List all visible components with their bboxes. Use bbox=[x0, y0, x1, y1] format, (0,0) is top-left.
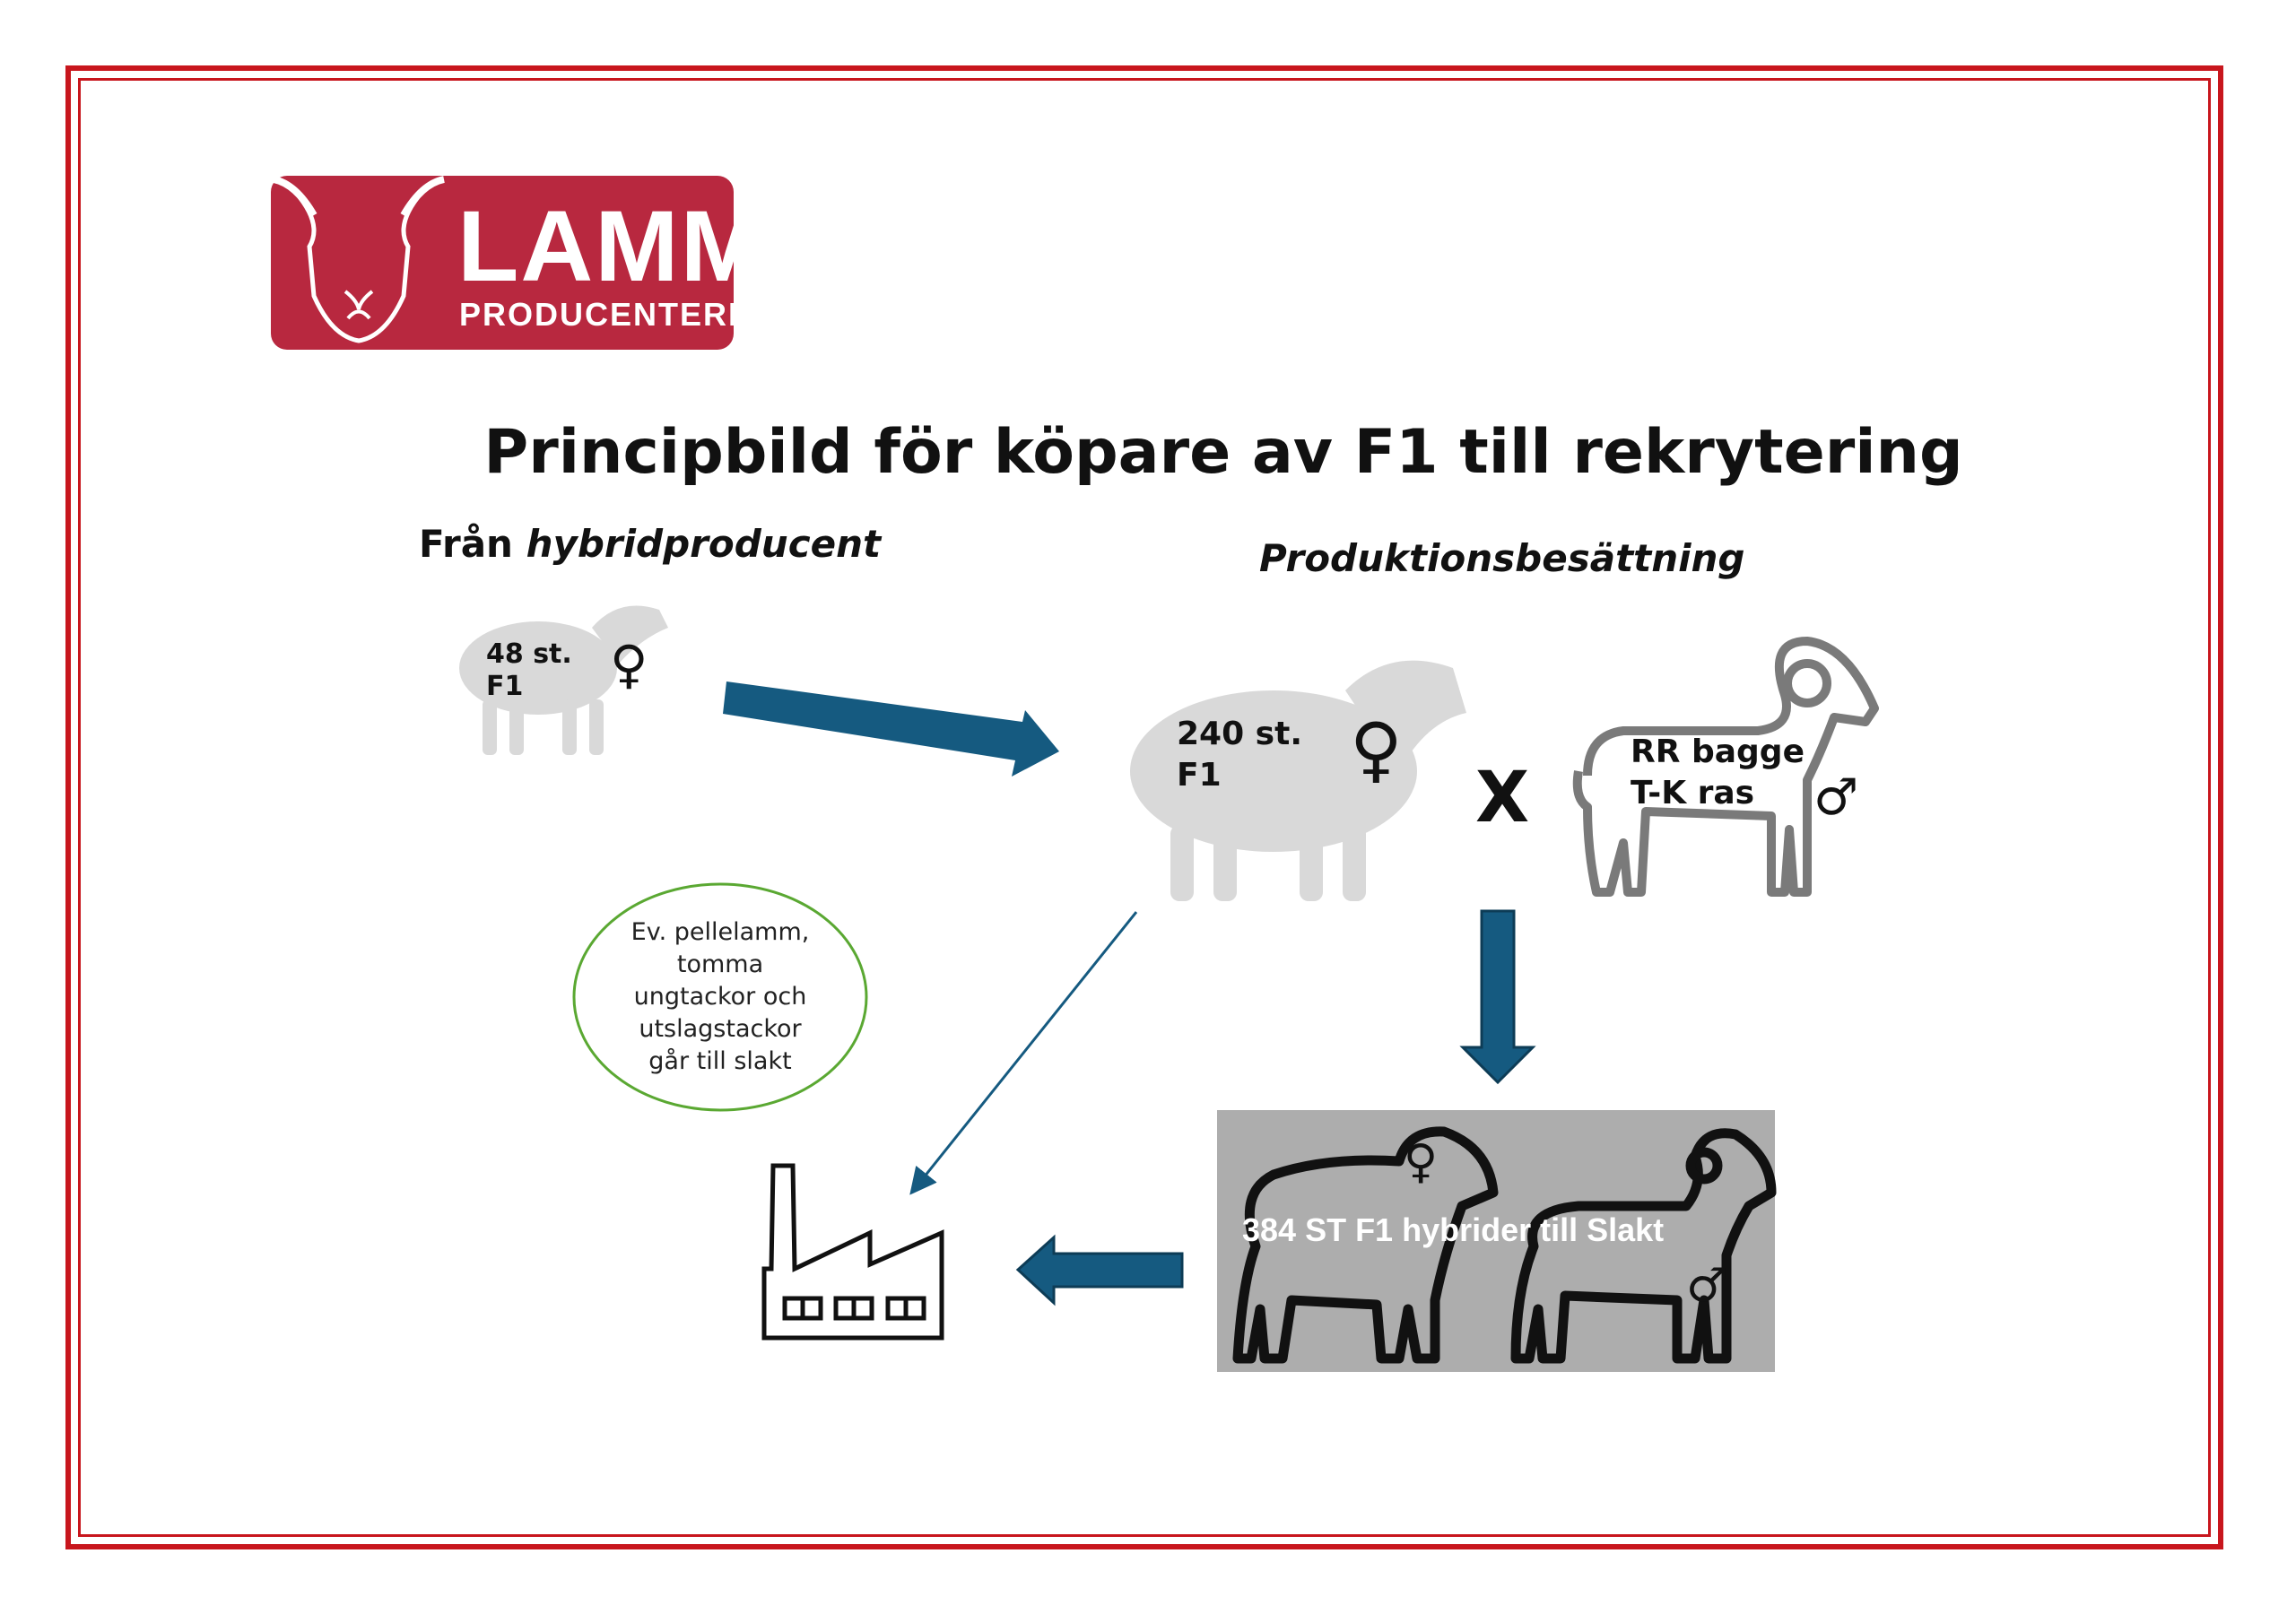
female-symbol: ♀ bbox=[1350, 707, 1403, 791]
logo-word: LAMM bbox=[457, 190, 766, 302]
logo-subword: PRODUCENTERNA bbox=[459, 296, 779, 333]
factory-icon bbox=[761, 1163, 944, 1341]
ram-icon bbox=[1572, 637, 1879, 897]
ellipse-note: Ev. pellelamm, tomma ungtackor och utsla… bbox=[592, 916, 848, 1078]
big-ewe-type: F1 bbox=[1177, 757, 1222, 794]
big-ewe-icon bbox=[1130, 660, 1466, 901]
note-line: utslagstackor bbox=[639, 1015, 802, 1043]
left-heading: Från hybridproducent bbox=[419, 522, 881, 566]
left-heading-prefix: Från bbox=[419, 522, 513, 566]
small-ewe-label: 48 st.F1 bbox=[486, 638, 572, 703]
cross-symbol: X bbox=[1475, 758, 1530, 838]
arrow-left bbox=[1015, 1234, 1184, 1306]
page-title: Principbild för köpare av F1 till rekryt… bbox=[483, 417, 1963, 488]
small-ewe-type: F1 bbox=[486, 671, 524, 702]
slaughter-box bbox=[1217, 1110, 1777, 1372]
arrow-to-factory bbox=[909, 911, 1138, 1195]
big-ewe-label: 240 st. F1 bbox=[1177, 714, 1302, 796]
note-line: tomma bbox=[676, 950, 764, 978]
male-symbol: ♂ bbox=[1686, 1259, 1728, 1313]
note-line: ungtackor och bbox=[633, 983, 807, 1011]
page-border bbox=[65, 65, 2223, 1549]
left-heading-emphasis: hybridproducent bbox=[526, 522, 882, 566]
note-ellipse bbox=[572, 882, 868, 1112]
small-ewe-icon bbox=[459, 605, 668, 755]
female-symbol: ♀ bbox=[610, 634, 648, 695]
big-ewe-count: 240 st. bbox=[1177, 716, 1302, 752]
female-symbol: ♀ bbox=[1404, 1135, 1439, 1189]
arrow-down bbox=[1459, 909, 1536, 1085]
slaughter-label: 384 ST F1 hybrider till Slakt bbox=[1242, 1211, 1665, 1248]
male-symbol: ♂ bbox=[1813, 768, 1859, 827]
ram-line2: T-K ras bbox=[1631, 775, 1755, 812]
page-border-inner bbox=[78, 78, 2211, 1537]
ram-line1: RR bagge bbox=[1631, 733, 1805, 770]
right-heading: Produktionsbesättning bbox=[1259, 536, 1745, 580]
note-line: går till slakt bbox=[648, 1047, 792, 1075]
note-line: Ev. pellelamm, bbox=[631, 918, 810, 946]
arrow-right bbox=[723, 681, 1059, 777]
small-ewe-count: 48 st. bbox=[486, 638, 572, 670]
lamm-logo bbox=[271, 176, 734, 350]
